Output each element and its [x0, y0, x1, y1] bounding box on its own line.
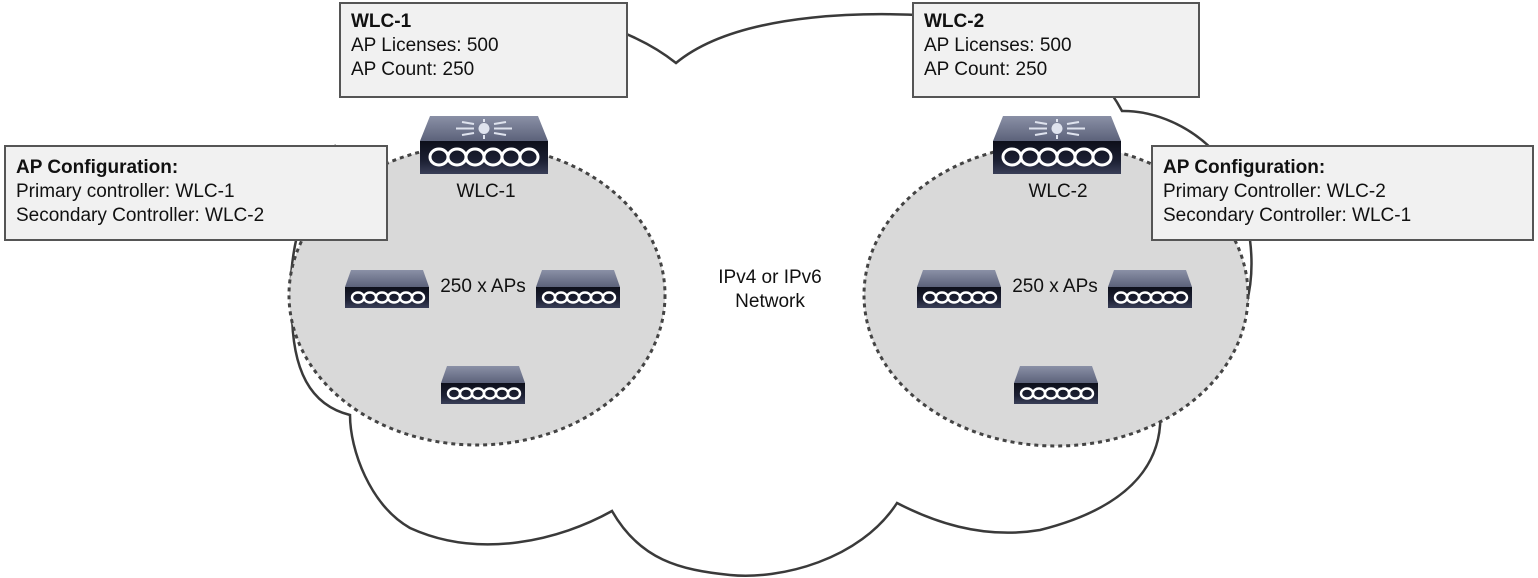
primary-controller: Primary controller: WLC-1	[16, 181, 235, 202]
wlc-2-info-title: WLC-2	[924, 11, 985, 32]
ap-config-title: AP Configuration:	[1163, 157, 1326, 178]
access-point-icon[interactable]	[534, 268, 622, 310]
wlc-1-info-callout: WLC-1 AP Licenses: 500 AP Count: 250	[339, 2, 628, 98]
wlc-1-device-icon[interactable]	[418, 114, 550, 176]
network-label-line1: IPv4 or IPv6	[718, 267, 822, 288]
ap-group-label-wlc-1: 250 x APs	[440, 276, 526, 297]
wlc-2-device-icon[interactable]	[991, 114, 1123, 176]
wlc-2-info-callout: WLC-2 AP Licenses: 500 AP Count: 250	[912, 2, 1200, 98]
access-point-icon[interactable]	[343, 268, 431, 310]
access-point-icon[interactable]	[1012, 364, 1100, 406]
wlc-1-ap-config-callout: AP Configuration: Primary controller: WL…	[4, 145, 388, 241]
wlc-2-label: WLC-2	[1028, 181, 1088, 202]
access-point-icon[interactable]	[915, 268, 1003, 310]
network-label-line2: Network	[735, 291, 805, 312]
wlc-2-ap-licenses: AP Licenses: 500	[924, 35, 1072, 56]
secondary-controller: Secondary Controller: WLC-1	[1163, 205, 1412, 226]
wlc-1-ap-licenses: AP Licenses: 500	[351, 35, 499, 56]
primary-controller: Primary Controller: WLC-2	[1163, 181, 1386, 202]
wlc-2-ap-count: AP Count: 250	[924, 59, 1048, 80]
wlc-1-label: WLC-1	[456, 181, 516, 202]
network-label: IPv4 or IPv6 Network	[700, 266, 840, 314]
ap-group-label-wlc-2: 250 x APs	[1012, 276, 1098, 297]
ap-config-title: AP Configuration:	[16, 157, 179, 178]
access-point-icon[interactable]	[439, 364, 527, 406]
access-point-icon[interactable]	[1106, 268, 1194, 310]
wlc-1-info-title: WLC-1	[351, 11, 412, 32]
wlc-2-ap-config-callout: AP Configuration: Primary Controller: WL…	[1151, 145, 1534, 241]
secondary-controller: Secondary Controller: WLC-2	[16, 205, 265, 226]
wlc-1-ap-count: AP Count: 250	[351, 59, 475, 80]
